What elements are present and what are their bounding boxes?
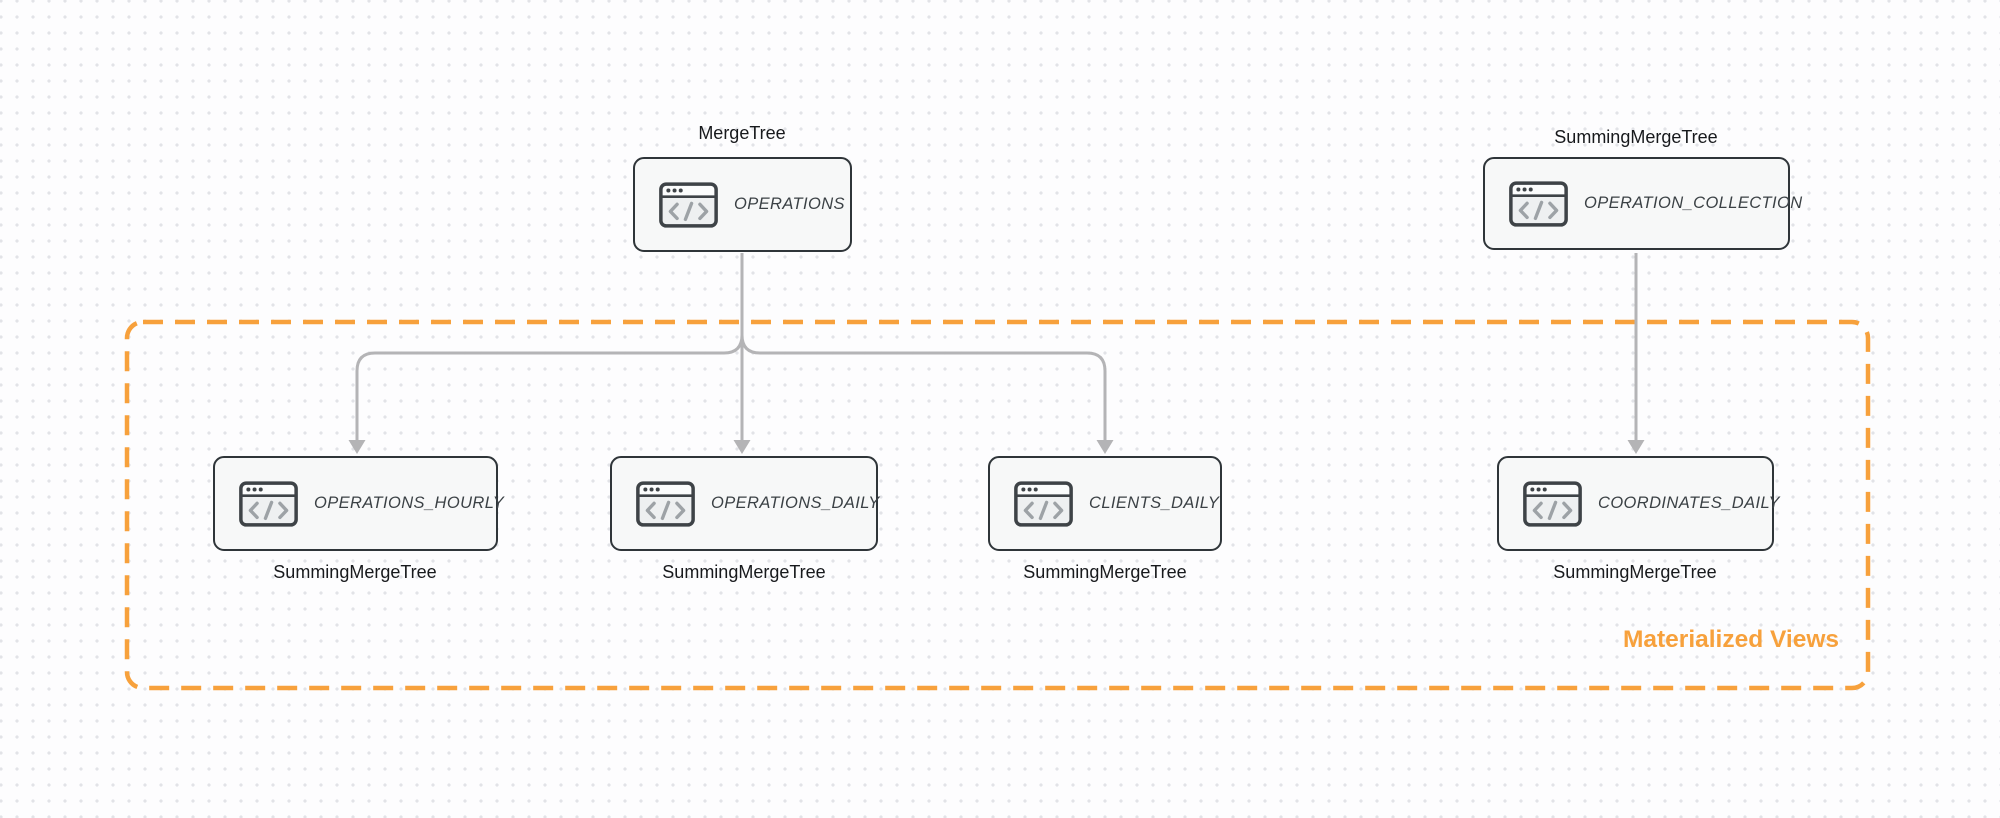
materialized-views-group-border [124,319,1871,691]
engine-label-operations-daily: SummingMergeTree [662,562,826,582]
engine-label-coordinates-daily: SummingMergeTree [1553,562,1717,582]
code-window-icon [636,480,695,527]
arrowhead-operations-daily [733,440,751,454]
node-title: OPERATIONS_HOURLY [314,494,505,512]
node-coordinates-daily[interactable]: COORDINATES_DAILY [1497,456,1780,551]
node-title: CLIENTS_DAILY [1089,494,1220,512]
edge-operations-to-clients-daily [740,334,1107,441]
code-window-icon [1509,180,1568,227]
engine-label-clients-daily: SummingMergeTree [1023,562,1187,582]
node-title: OPERATION_COLLECTION [1584,194,1803,212]
arrowhead-coordinates-daily [1627,440,1645,454]
node-clients-daily[interactable]: CLIENTS_DAILY [988,456,1222,551]
materialized-views-label: Materialized Views [1622,626,1840,653]
node-operations[interactable]: OPERATIONS [633,157,852,252]
engine-label-operation-collection: SummingMergeTree [1554,127,1718,147]
code-window-icon [1014,480,1073,527]
arrowhead-operations-hourly [348,440,366,454]
code-window-icon [1523,480,1582,527]
code-window-icon [659,181,718,228]
engine-label-operations: MergeTree [698,123,786,143]
node-operations-daily[interactable]: OPERATIONS_DAILY [610,456,880,551]
arrowhead-clients-daily [1096,440,1114,454]
node-title: OPERATIONS_DAILY [711,494,880,512]
node-title: OPERATIONS [734,195,845,213]
node-operations-hourly[interactable]: OPERATIONS_HOURLY [213,456,504,551]
edge-operations-to-operations-hourly [355,334,744,441]
node-operation-collection[interactable]: OPERATION_COLLECTION [1483,157,1802,250]
node-title: COORDINATES_DAILY [1598,494,1780,512]
engine-label-operations-hourly: SummingMergeTree [273,562,437,582]
code-window-icon [239,480,298,527]
